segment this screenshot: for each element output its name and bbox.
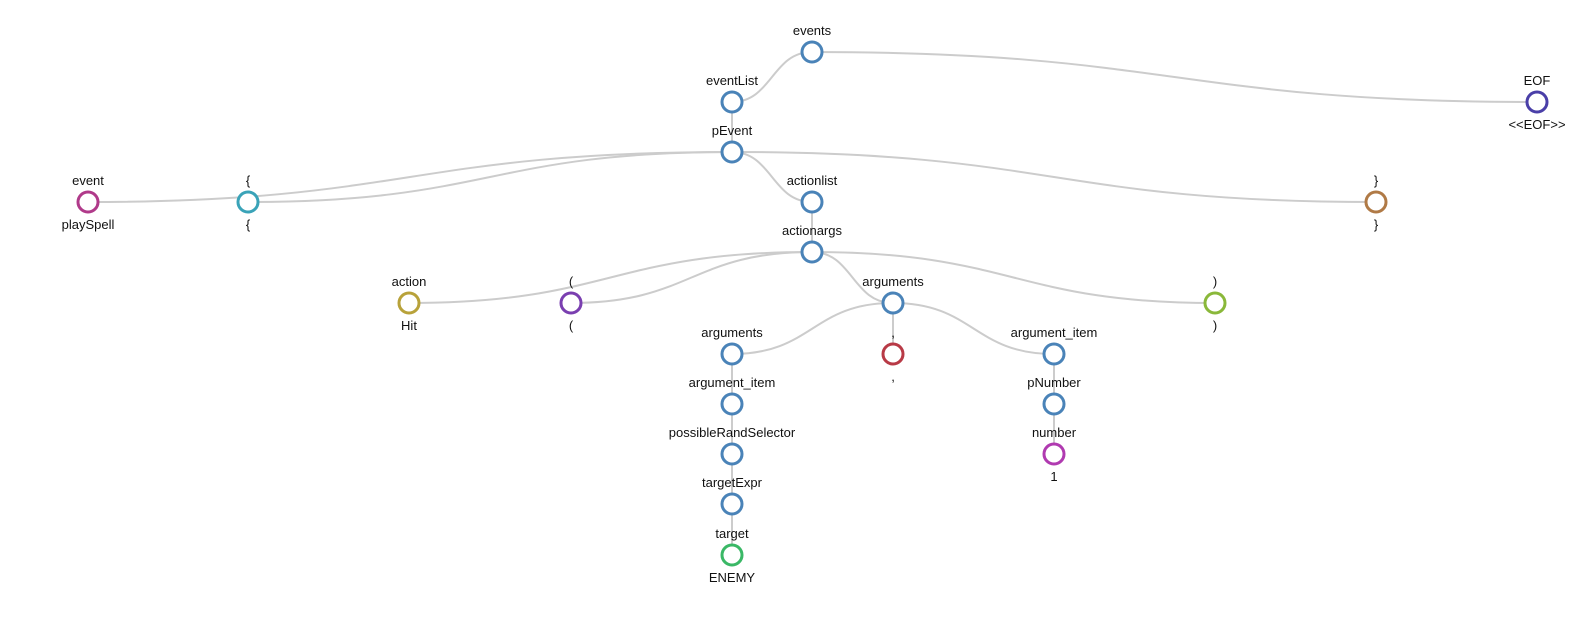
tree-node-comma[interactable]: ,,	[881, 325, 905, 384]
tree-node-events[interactable]: events	[793, 23, 832, 64]
edge-actionargs-to-rparen	[811, 251, 1216, 304]
edges-layer	[87, 51, 1538, 545]
node-circle[interactable]	[720, 392, 744, 416]
node-token: ,	[891, 369, 895, 384]
node-token: <<EOF>>	[1508, 117, 1565, 132]
node-circle[interactable]	[1042, 342, 1066, 366]
node-label: actionargs	[782, 223, 842, 238]
edge-arguments_top-to-argument_item_r	[892, 302, 1055, 355]
node-label: }	[1374, 173, 1379, 188]
edge-pEvent-to-event	[87, 151, 733, 203]
edge-actionargs-to-action	[408, 251, 813, 304]
tree-node-lparen[interactable]: ((	[559, 274, 583, 333]
node-label: actionlist	[787, 173, 838, 188]
node-circle[interactable]	[800, 40, 824, 64]
node-circle[interactable]	[559, 291, 583, 315]
node-label: number	[1032, 425, 1077, 440]
edge-actionargs-to-arguments_top	[811, 251, 894, 304]
tree-node-actionargs[interactable]: actionargs	[782, 223, 842, 264]
node-label: event	[72, 173, 104, 188]
tree-node-pEvent[interactable]: pEvent	[712, 123, 753, 164]
node-token: 1	[1050, 469, 1057, 484]
node-circle[interactable]	[720, 492, 744, 516]
edge-pEvent-to-lbrace	[247, 151, 733, 203]
node-circle[interactable]	[1203, 291, 1227, 315]
edge-actionargs-to-lparen	[570, 251, 813, 304]
edge-events-to-EOF	[811, 51, 1538, 103]
node-circle[interactable]	[720, 442, 744, 466]
tree-node-eventList[interactable]: eventList	[706, 73, 758, 114]
node-label: (	[569, 274, 574, 289]
node-label: targetExpr	[702, 475, 763, 490]
node-circle[interactable]	[1042, 392, 1066, 416]
node-label: ,	[891, 325, 895, 340]
node-circle[interactable]	[720, 342, 744, 366]
node-circle[interactable]	[881, 342, 905, 366]
node-circle[interactable]	[720, 140, 744, 164]
node-circle[interactable]	[1042, 442, 1066, 466]
node-circle[interactable]	[76, 190, 100, 214]
edge-pEvent-to-actionlist	[731, 151, 813, 203]
node-circle[interactable]	[720, 543, 744, 567]
tree-node-EOF[interactable]: EOF <<EOF>>	[1508, 73, 1565, 132]
edge-events-to-eventList	[731, 51, 813, 103]
edge-arguments_top-to-arguments_inner	[731, 302, 894, 355]
node-token: {	[246, 217, 251, 232]
tree-node-arguments_inner[interactable]: arguments	[701, 325, 763, 366]
node-circle[interactable]	[881, 291, 905, 315]
tree-node-argument_item_l[interactable]: argument_item	[689, 375, 776, 416]
node-circle[interactable]	[800, 190, 824, 214]
node-label: arguments	[701, 325, 763, 340]
tree-node-pNumber[interactable]: pNumber	[1027, 375, 1081, 416]
node-token: (	[569, 318, 574, 333]
tree-node-number[interactable]: number 1	[1032, 425, 1077, 484]
node-circle[interactable]	[236, 190, 260, 214]
node-token: ENEMY	[709, 570, 756, 585]
node-circle[interactable]	[1364, 190, 1388, 214]
node-token: )	[1213, 318, 1217, 333]
node-label: target	[715, 526, 749, 541]
node-label: pEvent	[712, 123, 753, 138]
tree-node-actionlist[interactable]: actionlist	[787, 173, 838, 214]
node-token: }	[1374, 217, 1379, 232]
node-circle[interactable]	[1525, 90, 1549, 114]
nodes-layer: events eventList EOF <<EOF>> pEvent event play…	[62, 23, 1566, 585]
tree-node-possibleRandSelector[interactable]: possibleRandSelector	[669, 425, 796, 466]
node-label: {	[246, 173, 251, 188]
tree-node-arguments_top[interactable]: arguments	[862, 274, 924, 315]
node-label: argument_item	[1011, 325, 1098, 340]
node-label: possibleRandSelector	[669, 425, 796, 440]
node-circle[interactable]	[397, 291, 421, 315]
tree-node-lbrace[interactable]: {{	[236, 173, 260, 232]
node-token: playSpell	[62, 217, 115, 232]
node-label: pNumber	[1027, 375, 1081, 390]
node-circle[interactable]	[800, 240, 824, 264]
node-label: action	[392, 274, 427, 289]
edge-pEvent-to-rbrace	[731, 151, 1377, 203]
node-label: argument_item	[689, 375, 776, 390]
tree-node-argument_item_r[interactable]: argument_item	[1011, 325, 1098, 366]
tree-node-rbrace[interactable]: }}	[1364, 173, 1388, 232]
node-label: arguments	[862, 274, 924, 289]
tree-node-rparen[interactable]: ))	[1203, 274, 1227, 333]
tree-node-event[interactable]: event playSpell	[62, 173, 115, 232]
node-token: Hit	[401, 318, 417, 333]
node-label: eventList	[706, 73, 758, 88]
node-circle[interactable]	[720, 90, 744, 114]
node-label: EOF	[1524, 73, 1551, 88]
node-label: events	[793, 23, 832, 38]
node-label: )	[1213, 274, 1217, 289]
tree-node-targetExpr[interactable]: targetExpr	[702, 475, 763, 516]
